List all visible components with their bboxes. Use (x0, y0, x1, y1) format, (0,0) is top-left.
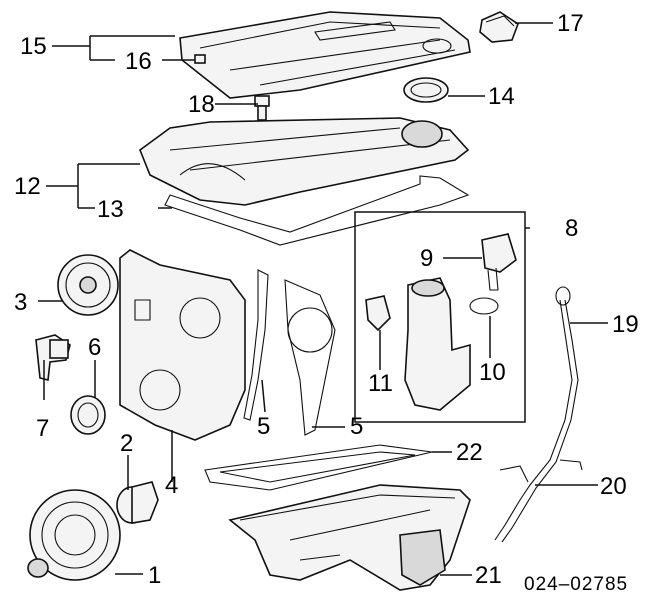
callout-18: 18 (188, 91, 215, 118)
dipstick-handle-part (555, 286, 571, 306)
callout-6: 6 (88, 334, 102, 361)
callout-16: 16 (125, 48, 152, 75)
pulley-part (57, 254, 119, 316)
grommet-part (194, 54, 206, 64)
bracket-part (35, 334, 71, 381)
callout-20: 20 (600, 473, 627, 500)
oil-pan-gasket-part (204, 444, 433, 491)
oil-filter-housing-part (404, 277, 471, 411)
callout-10: 10 (479, 359, 506, 386)
callout-8: 8 (565, 215, 579, 242)
timing-gasket-left-part (243, 269, 269, 421)
small-gasket-part (365, 295, 391, 332)
valve-cover-gasket-part (164, 175, 470, 246)
callout-5a: 5 (257, 413, 271, 440)
leader-lines (38, 22, 608, 576)
callout-14: 14 (488, 83, 515, 110)
callout-11: 11 (368, 370, 393, 397)
callout-7: 7 (36, 415, 50, 442)
callout-9: 9 (420, 245, 434, 272)
timing-case-part (119, 249, 246, 441)
sensor-part (254, 95, 270, 121)
engine-cover-part (179, 11, 471, 99)
callout-17: 17 (557, 10, 584, 37)
callout-2: 2 (120, 430, 134, 457)
water-pump-part (116, 481, 159, 524)
timing-gasket-right-part (284, 279, 336, 436)
callout-12: 12 (14, 173, 41, 200)
shaft-seal-part (70, 395, 106, 435)
filter-group-box (354, 211, 526, 423)
callout-13: 13 (97, 196, 124, 223)
callout-15: 15 (20, 33, 47, 60)
callout-4: 4 (165, 472, 179, 499)
dipstick-tube-outline (501, 299, 579, 543)
filter-cap-part (481, 233, 517, 291)
callout-22: 22 (456, 439, 483, 466)
filter-seal-ring-part (469, 297, 499, 315)
callout-5b: 5 (350, 413, 364, 440)
reference-code: 024–02785 (524, 574, 629, 595)
water-pump-pulley-part (27, 489, 121, 581)
callout-21: 21 (475, 562, 502, 589)
dipstick-bracket-part (499, 459, 583, 483)
seal-ring-part (403, 77, 449, 103)
oil-filler-cap-part (479, 11, 519, 43)
oil-pan-part (228, 484, 471, 591)
dipstick-tube-part (494, 299, 573, 541)
valve-cover-part (139, 117, 470, 206)
callout-3: 3 (14, 289, 28, 316)
callout-1: 1 (148, 562, 162, 589)
callout-19: 19 (612, 311, 639, 338)
